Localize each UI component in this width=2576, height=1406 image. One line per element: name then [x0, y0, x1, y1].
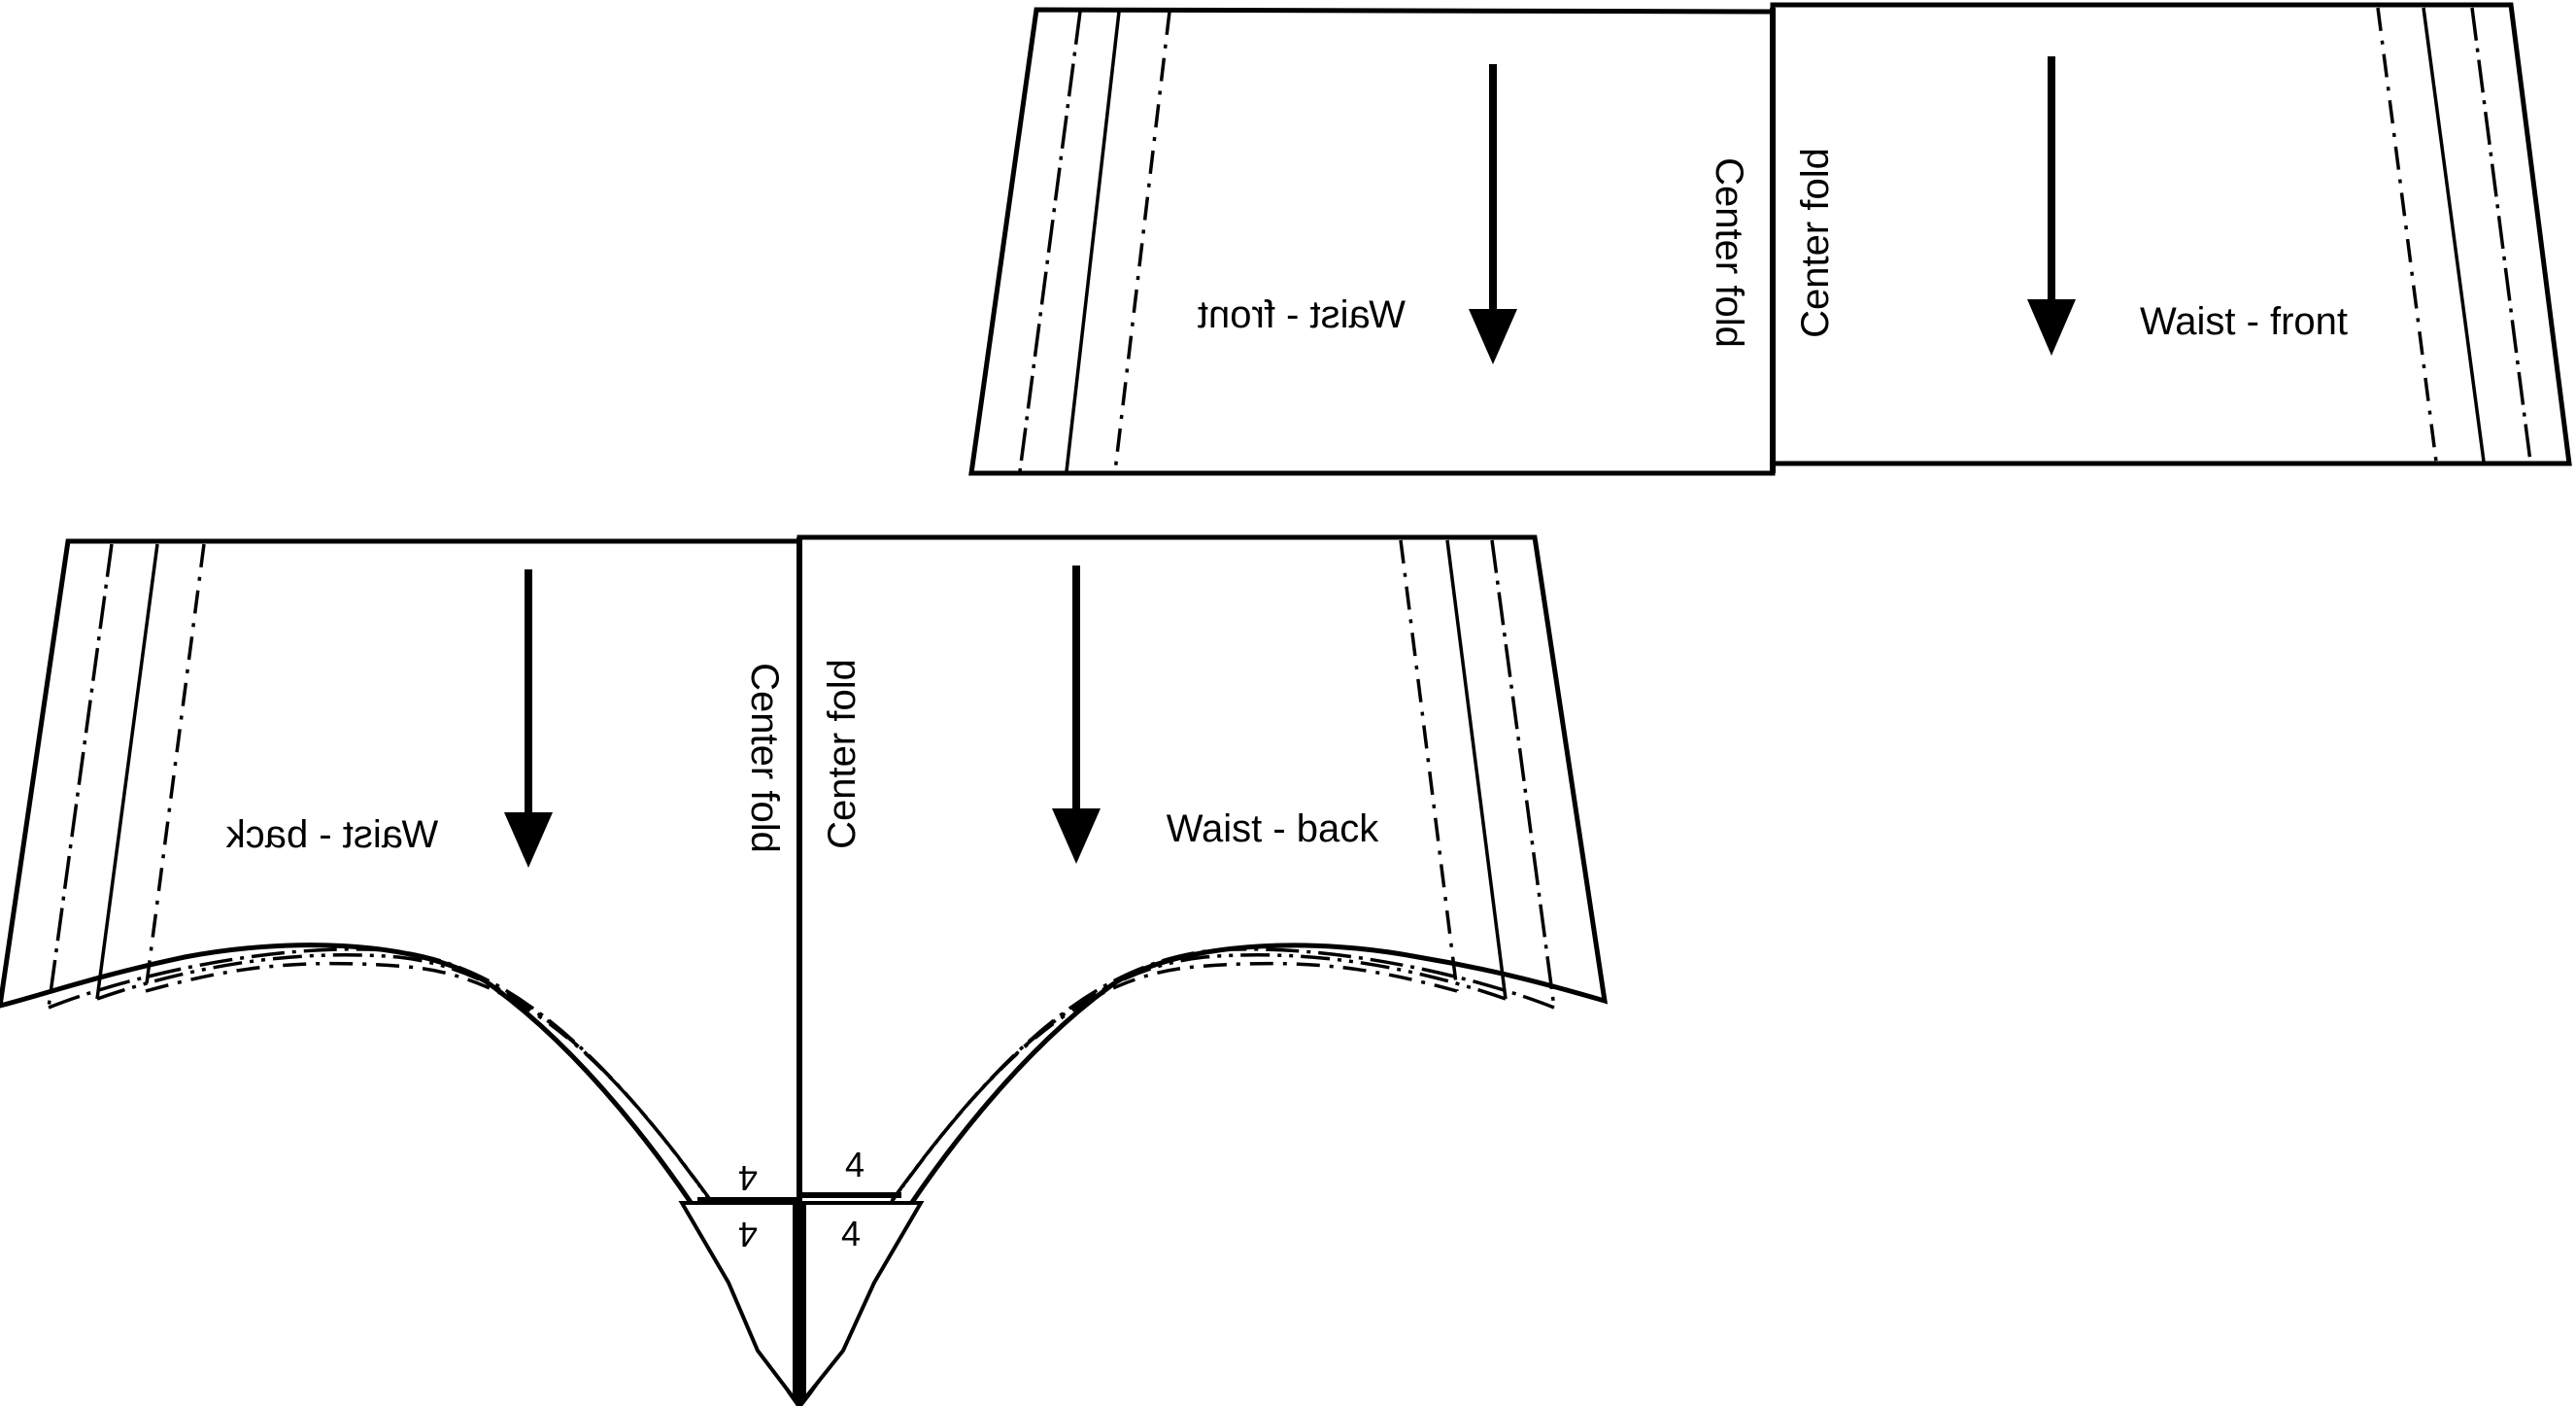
front-left-piece-label: Waist - front: [1198, 293, 1406, 336]
back-right-grainline-arrow: [1052, 566, 1101, 864]
front-right-grainline-arrow: [2027, 56, 2076, 356]
front-right-piece-label: Waist - front: [2140, 300, 2348, 343]
waist-front-right-piece: [1770, 2, 2572, 466]
waist-front-left-piece: [968, 7, 1776, 476]
back-left-notch-number-lower: 4: [738, 1215, 758, 1254]
back-left-center-fold-label: Center fold: [743, 663, 786, 853]
back-right-crotch-extension: [802, 1201, 925, 1405]
waist-back-right-piece: [797, 534, 1609, 1406]
back-left-notch-number-upper: 4: [738, 1158, 758, 1198]
back-left-grainline-arrow: [504, 569, 553, 868]
front-right-center-fold-label: Center fold: [1794, 148, 1837, 338]
back-right-center-fold-label: Center fold: [821, 659, 864, 849]
back-right-notch-number-lower: 4: [841, 1214, 861, 1253]
back-right-piece-label: Waist - back: [1167, 807, 1380, 850]
back-left-piece-label: Waist - back: [225, 813, 439, 856]
front-left-center-fold-label: Center fold: [1708, 157, 1750, 348]
waist-back-left-piece: [0, 538, 802, 1406]
front-left-grainline-arrow: [1469, 64, 1517, 364]
back-left-crotch-extension: [678, 1201, 797, 1405]
back-right-notch-number-upper: 4: [845, 1145, 864, 1184]
